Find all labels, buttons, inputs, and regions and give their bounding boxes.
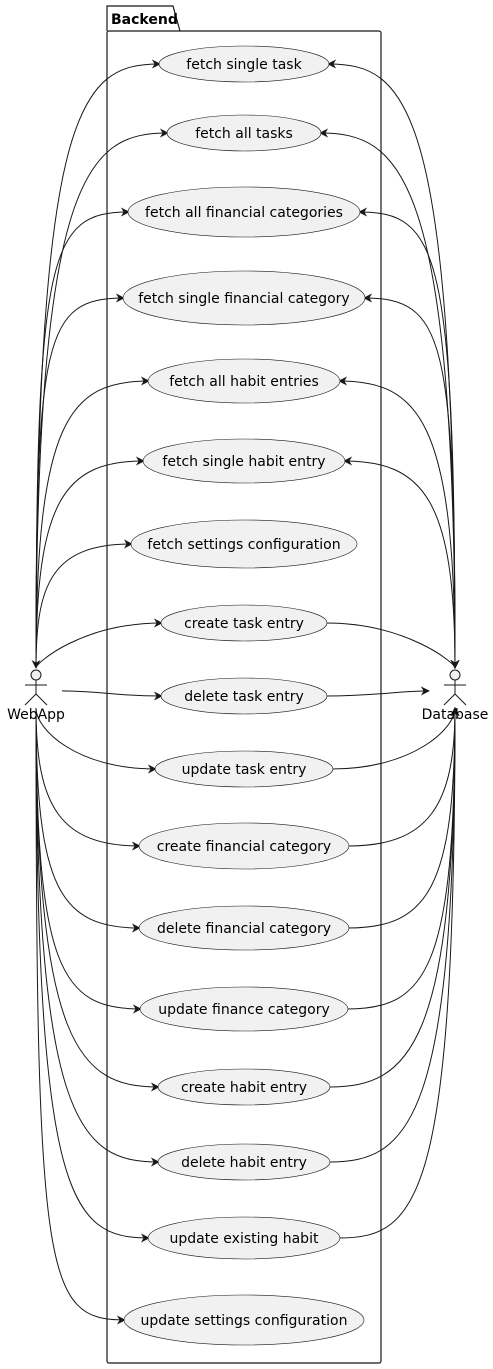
- uc8-to-database-edge: [325, 622, 460, 669]
- use-case-label: create financial category: [157, 839, 331, 855]
- association-edges: [31, 59, 460, 1325]
- use-case-update-existing-habit[interactable]: update existing habit: [147, 1216, 341, 1260]
- uc9-to-database-edge: [325, 686, 430, 697]
- use-case-ellipse: [123, 1294, 365, 1346]
- package-tab: [106, 5, 181, 32]
- webapp-to-uc10-edge: [35, 707, 157, 774]
- use-case-delete-task-entry[interactable]: delete task entry: [160, 677, 328, 715]
- use-case-ellipse: [158, 45, 330, 83]
- use-case-ellipse: [147, 1216, 341, 1260]
- use-case-create-financial-category[interactable]: create financial category: [138, 822, 350, 870]
- uc14-to-database-edge: [328, 707, 460, 1088]
- use-case-label: fetch settings configuration: [147, 537, 340, 553]
- use-case-label: update finance category: [158, 1002, 330, 1018]
- uc1-database-edge: [327, 59, 460, 669]
- use-case-label: fetch single task: [186, 57, 302, 73]
- use-case-fetch-single-task[interactable]: fetch single task: [158, 45, 330, 83]
- use-case-label: create habit entry: [181, 1080, 307, 1096]
- webapp-to-uc2-edge: [35, 128, 169, 669]
- uc16-to-database-edge: [338, 707, 460, 1239]
- use-case-ellipse: [138, 905, 350, 951]
- use-case-delete-habit-entry[interactable]: delete habit entry: [157, 1143, 331, 1181]
- use-case-ellipse: [160, 677, 328, 715]
- webapp-to-uc4-edge: [35, 293, 125, 669]
- webapp-to-uc17-edge: [35, 707, 126, 1325]
- use-case-ellipse: [138, 822, 350, 870]
- uc12-to-database-edge: [347, 707, 460, 929]
- uc15-to-database-edge: [328, 707, 460, 1163]
- webapp-label: WebApp: [7, 707, 65, 723]
- use-case-label: fetch single habit entry: [162, 454, 325, 470]
- use-case-label: delete task entry: [184, 689, 304, 705]
- use-case-ellipse: [147, 358, 341, 404]
- use-case-ellipse: [130, 519, 358, 569]
- use-case-label: update existing habit: [170, 1231, 319, 1247]
- webapp-to-uc1-edge: [35, 59, 161, 669]
- uc6-database-edge: [343, 456, 460, 669]
- use-case-label: delete habit entry: [181, 1155, 307, 1171]
- uc4-database-edge: [363, 293, 460, 669]
- uc11-to-database-edge: [347, 707, 460, 847]
- use-case-label: create task entry: [184, 616, 304, 632]
- webapp-actor[interactable]: WebApp: [7, 669, 65, 723]
- use-case-ellipse: [139, 986, 349, 1032]
- use-case-label: fetch single financial category: [138, 291, 349, 307]
- webapp-uc7-edge: [31, 539, 133, 669]
- use-case-create-habit-entry[interactable]: create habit entry: [157, 1068, 331, 1106]
- use-case-update-settings-configuration[interactable]: update settings configuration: [123, 1294, 365, 1346]
- package-body: [106, 30, 382, 1364]
- webapp-to-uc12-edge: [35, 707, 141, 933]
- use-cases: fetch single task fetch all tasks fetch al…: [122, 45, 366, 1346]
- use-case-label: fetch all financial categories: [145, 205, 343, 221]
- backend-package: Backend: [106, 5, 382, 1364]
- webapp-to-uc9-edge: [61, 690, 163, 701]
- use-case-ellipse: [127, 186, 361, 238]
- use-case-fetch-settings-configuration[interactable]: fetch settings configuration: [130, 519, 358, 569]
- use-case-ellipse: [160, 604, 328, 642]
- package-title: Backend: [111, 12, 178, 28]
- use-case-ellipse: [166, 114, 322, 152]
- webapp-to-uc11-edge: [35, 707, 141, 851]
- use-case-delete-financial-category[interactable]: delete financial category: [138, 905, 350, 951]
- use-case-ellipse: [122, 270, 366, 326]
- use-case-update-task-entry[interactable]: update task entry: [154, 750, 334, 788]
- actor-stick-figure-icon: [443, 669, 467, 706]
- database-label: Database: [422, 707, 489, 723]
- use-case-fetch-all-tasks[interactable]: fetch all tasks: [166, 114, 322, 152]
- webapp-to-uc6-edge: [35, 456, 145, 669]
- actor-stick-figure-icon: [24, 669, 48, 706]
- use-case-label: update settings configuration: [141, 1313, 348, 1329]
- webapp-to-uc3-edge: [35, 207, 130, 669]
- database-actor[interactable]: Database: [422, 669, 489, 723]
- use-case-fetch-single-financial-category[interactable]: fetch single financial category: [122, 270, 366, 326]
- use-case-label: delete financial category: [157, 921, 331, 937]
- use-case-create-task-entry[interactable]: create task entry: [160, 604, 328, 642]
- use-case-label: fetch all habit entries: [169, 374, 319, 390]
- use-case-update-finance-category[interactable]: update finance category: [139, 986, 349, 1032]
- use-case-fetch-single-habit-entry[interactable]: fetch single habit entry: [142, 438, 346, 484]
- use-case-ellipse: [142, 438, 346, 484]
- use-case-label: fetch all tasks: [195, 126, 293, 142]
- uc3-database-edge: [358, 207, 460, 669]
- webapp-to-uc8-edge: [35, 618, 163, 669]
- webapp-to-uc15-edge: [35, 707, 160, 1167]
- use-case-fetch-all-habit-entries[interactable]: fetch all habit entries: [147, 358, 341, 404]
- use-case-ellipse: [154, 750, 334, 788]
- use-case-ellipse: [157, 1068, 331, 1106]
- use-case-ellipse: [157, 1143, 331, 1181]
- use-case-fetch-all-financial-categories[interactable]: fetch all financial categories: [127, 186, 361, 238]
- webapp-to-uc16-edge: [35, 707, 150, 1243]
- use-case-label: update task entry: [182, 762, 307, 778]
- webapp-to-uc14-edge: [35, 707, 160, 1092]
